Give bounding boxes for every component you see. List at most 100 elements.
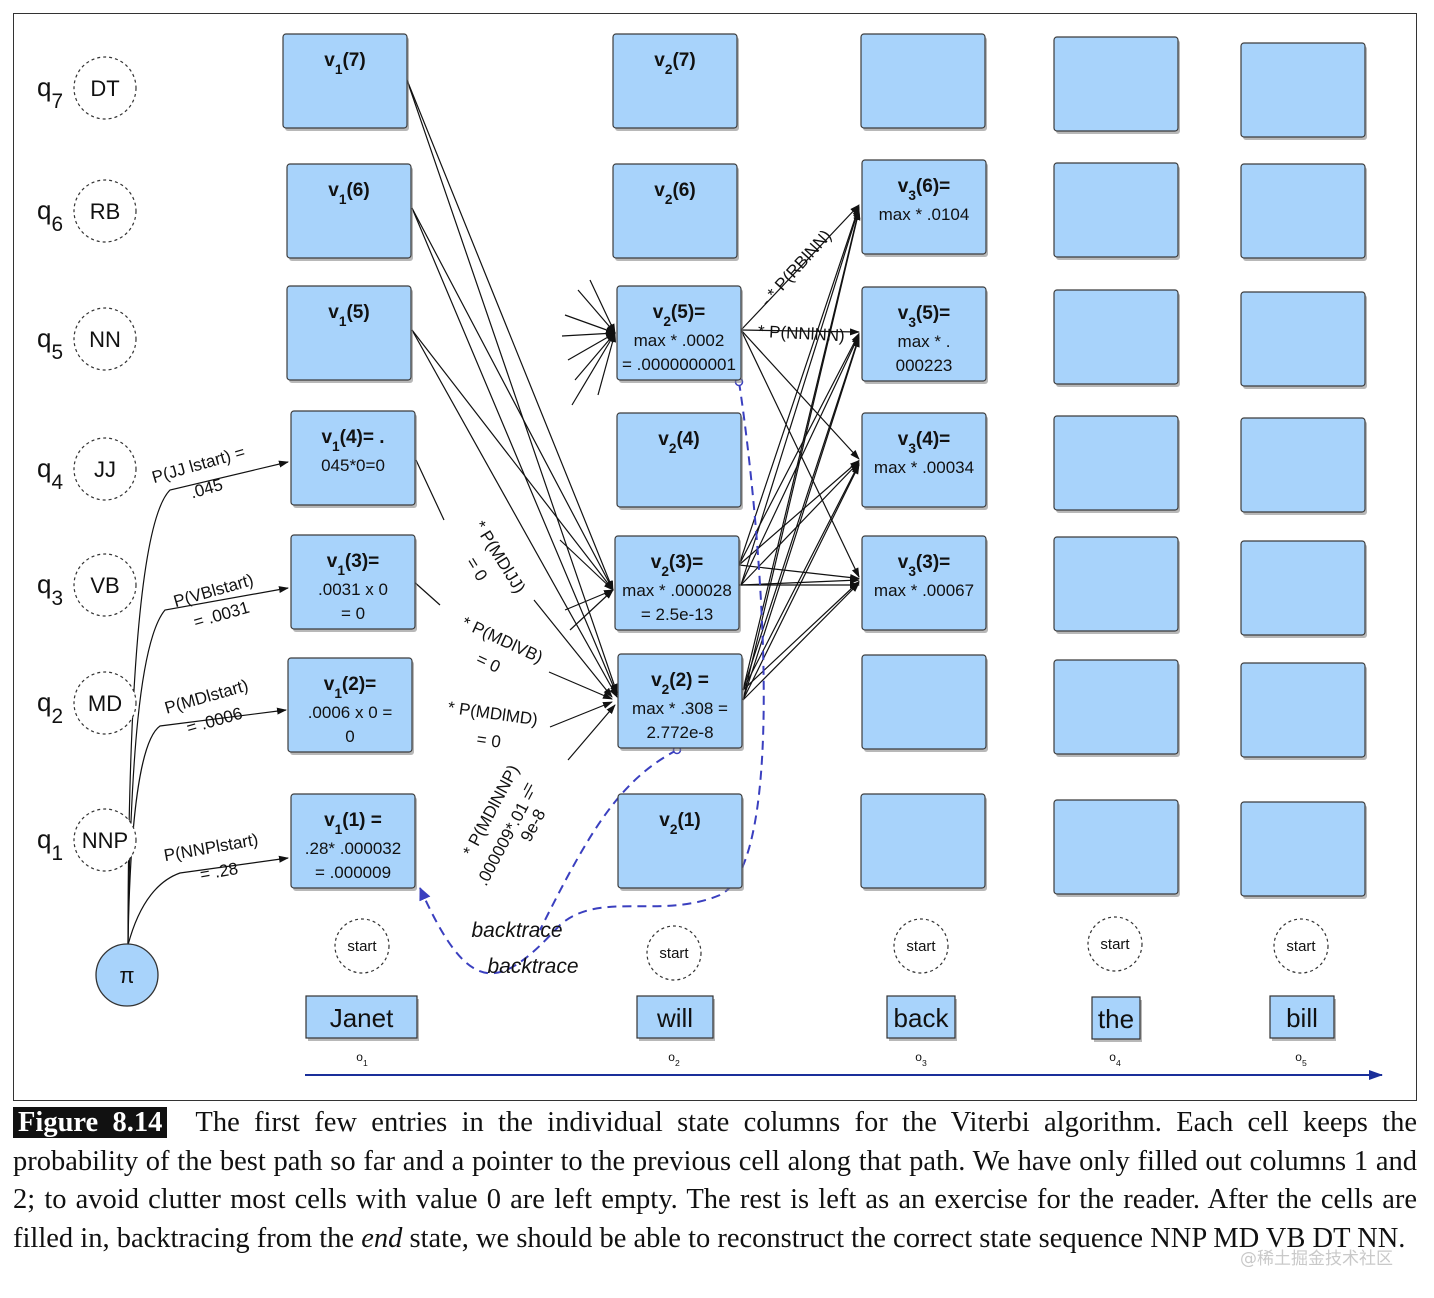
cell-value: .0006 x 0 = [308, 703, 393, 722]
viterbi-cell [612, 163, 738, 259]
edge-into-v2-3 [559, 539, 614, 591]
transition-value: = 0 [473, 649, 503, 676]
state-index-label: q1 [37, 824, 63, 865]
cell-title: v2(1) [659, 810, 700, 837]
watermark: @稀土掘金技术社区 [1240, 1249, 1393, 1269]
edge-pi-to-v1-1 [127, 855, 289, 946]
state-tag-label: JJ [94, 457, 116, 482]
cell-title: v2(5)= [653, 302, 706, 329]
state-index-label: q2 [37, 687, 63, 728]
edge-c1-to-v2-2 [406, 79, 618, 694]
state-tag-label: RB [90, 199, 121, 224]
start-label: start [347, 938, 377, 955]
viterbi-cell [1053, 36, 1179, 132]
edge-into-v2-5 [571, 332, 616, 406]
cell-title: v2(6) [654, 180, 695, 207]
cell-value: .28* .000032 [305, 839, 401, 858]
caption-text-2: state, we should be able to reconstruct … [402, 1222, 1406, 1254]
viterbi-cell [617, 653, 743, 749]
start-prob-label: P(NNPlstart) [162, 830, 259, 865]
edge-into-v2-5 [597, 332, 616, 396]
viterbi-cell [616, 285, 742, 381]
cell-value: max * .00067 [874, 581, 974, 600]
backtrace-path-2 [539, 749, 678, 931]
viterbi-cell [861, 412, 987, 508]
transition-label-rb: - * P(RBlNN) [757, 226, 836, 310]
cell-value: 045*0=0 [321, 456, 385, 475]
cell-value: 0 [345, 727, 354, 746]
state-node [73, 671, 137, 735]
observation-word: Janet [330, 1003, 394, 1033]
edge-into-v2-3 [569, 589, 614, 631]
edge-c2-to-c3 [742, 464, 860, 701]
viterbi-cell [1053, 799, 1179, 895]
cell-title: v2(7) [654, 50, 695, 77]
state-tag-label: MD [88, 691, 122, 716]
state-index-label: q5 [37, 323, 63, 364]
start-label: start [906, 938, 936, 955]
viterbi-cell [861, 654, 987, 750]
viterbi-cell [286, 285, 412, 381]
viterbi-cell [612, 33, 738, 129]
viterbi-cell [290, 410, 416, 506]
cell-value: = .0000000001 [622, 355, 736, 374]
viterbi-cell [861, 286, 987, 382]
transition-label-nn: * P(NNlNN) [757, 322, 845, 346]
viterbi-cell [1240, 417, 1366, 513]
cell-value: .0031 x 0 [318, 580, 388, 599]
cell-title: v1(6) [328, 180, 369, 207]
observation-index: o1 [356, 1050, 368, 1068]
cell-title: v1(2)= [324, 674, 377, 701]
edge-c2-to-c3 [742, 208, 861, 691]
edge-into-v2-5 [567, 332, 616, 361]
viterbi-cell [617, 793, 743, 889]
edge-pi-to-v1-3 [127, 586, 289, 946]
viterbi-cell [1240, 662, 1366, 758]
edge-c2-to-c3 [742, 580, 860, 691]
state-tag-label: VB [90, 573, 119, 598]
start-label: start [1100, 936, 1130, 953]
observation-word: bill [1286, 1003, 1318, 1033]
state-tag-label: NNP [82, 828, 128, 853]
viterbi-cell [1053, 162, 1179, 258]
observation-word: will [656, 1003, 693, 1033]
pi-label: π [119, 963, 134, 988]
edge-c2-to-c3 [738, 205, 860, 566]
state-tag-label: NN [89, 327, 121, 352]
edge-into-v2-3 [406, 79, 614, 591]
cell-title: v1(7) [324, 50, 365, 77]
edge-c2-to-c3 [742, 582, 860, 701]
start-prob-value: .045 [188, 475, 225, 502]
transition-value: = 0 [462, 554, 491, 585]
start-label: start [659, 945, 689, 962]
backtrace-path-1 [419, 381, 765, 975]
cell-value: 000223 [896, 356, 953, 375]
transition-label: * P(MDlMD) [447, 698, 539, 729]
viterbi-cell [861, 159, 987, 255]
viterbi-cell [1240, 801, 1366, 897]
start-node [1273, 918, 1329, 974]
state-index-label: q7 [37, 72, 63, 113]
cell-value: = .000009 [315, 863, 391, 882]
start-node [1087, 916, 1143, 972]
observation-index: o4 [1109, 1050, 1121, 1068]
viterbi-cell [1053, 536, 1179, 632]
cell-value: max * .000028 [622, 581, 732, 600]
cell-value: = 0 [341, 604, 365, 623]
cell-title: v3(4)= [898, 429, 951, 456]
observation-word: the [1098, 1004, 1134, 1034]
figure-label: Figure 8.14 [13, 1107, 168, 1138]
viterbi-cell [1053, 659, 1179, 755]
edge-c1-to-v2-2 [411, 207, 618, 696]
viterbi-cell [290, 793, 416, 889]
word-box [305, 995, 418, 1039]
pi-node [95, 943, 159, 1007]
viterbi-cell [616, 412, 742, 508]
edge-into-v2-5 [564, 314, 616, 334]
backtrace-label: backtrace [487, 955, 578, 978]
edge-c2-to-c3 [742, 210, 861, 701]
viterbi-cell [286, 163, 412, 259]
viterbi-cell [1240, 42, 1366, 138]
viterbi-cell [1240, 291, 1366, 387]
